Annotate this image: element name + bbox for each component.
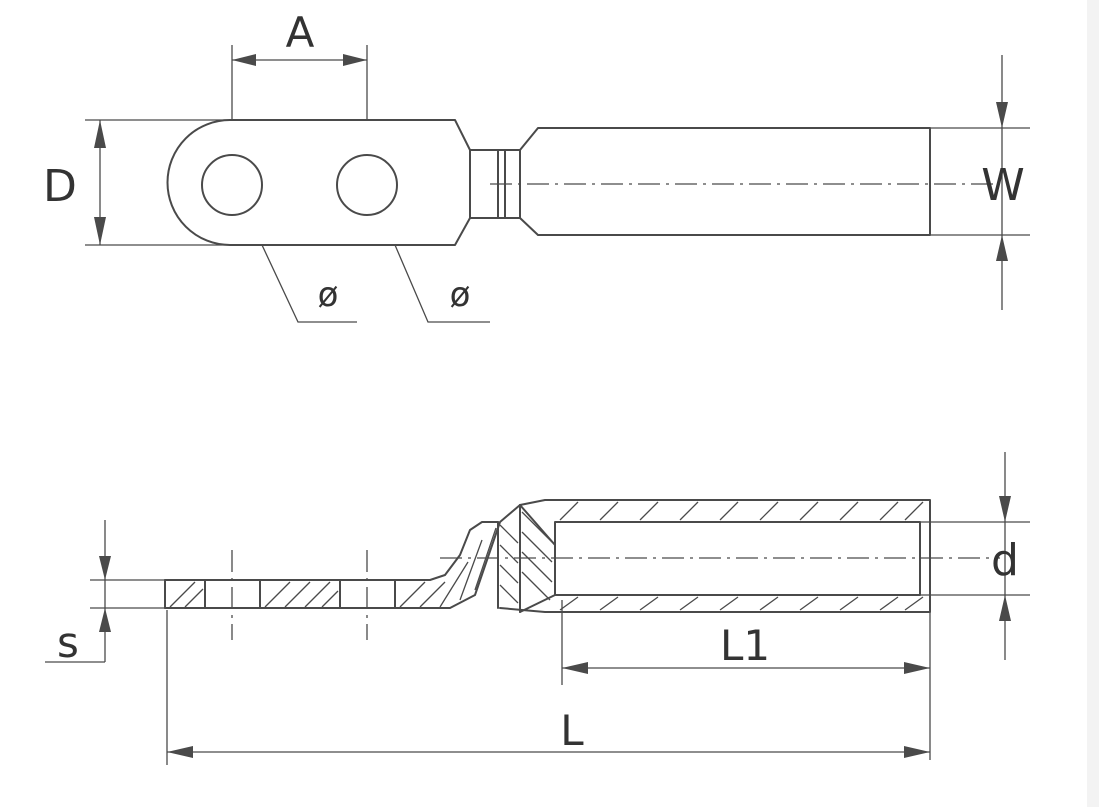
hole-2: [336, 154, 398, 216]
page-edge-strip: [1087, 0, 1099, 807]
label-d: d: [991, 535, 1019, 586]
label-W: W: [981, 160, 1025, 211]
label-hole-diameter-2: ø: [450, 275, 471, 315]
side-view: [45, 452, 1030, 765]
label-L: L: [560, 706, 584, 755]
top-palm-outline: [166, 119, 471, 246]
top-barrel: [519, 127, 931, 236]
side-palm-hatching: [169, 527, 497, 608]
top-view: [85, 45, 1030, 323]
label-hole-diameter-1: ø: [318, 275, 339, 315]
label-L1: L1: [720, 621, 770, 670]
hole-1: [201, 154, 263, 216]
label-s: s: [57, 618, 79, 667]
label-D: D: [43, 161, 77, 212]
side-barrel-hatching: [559, 501, 924, 611]
side-neck-hatching: [499, 511, 553, 604]
label-A: A: [286, 8, 315, 57]
